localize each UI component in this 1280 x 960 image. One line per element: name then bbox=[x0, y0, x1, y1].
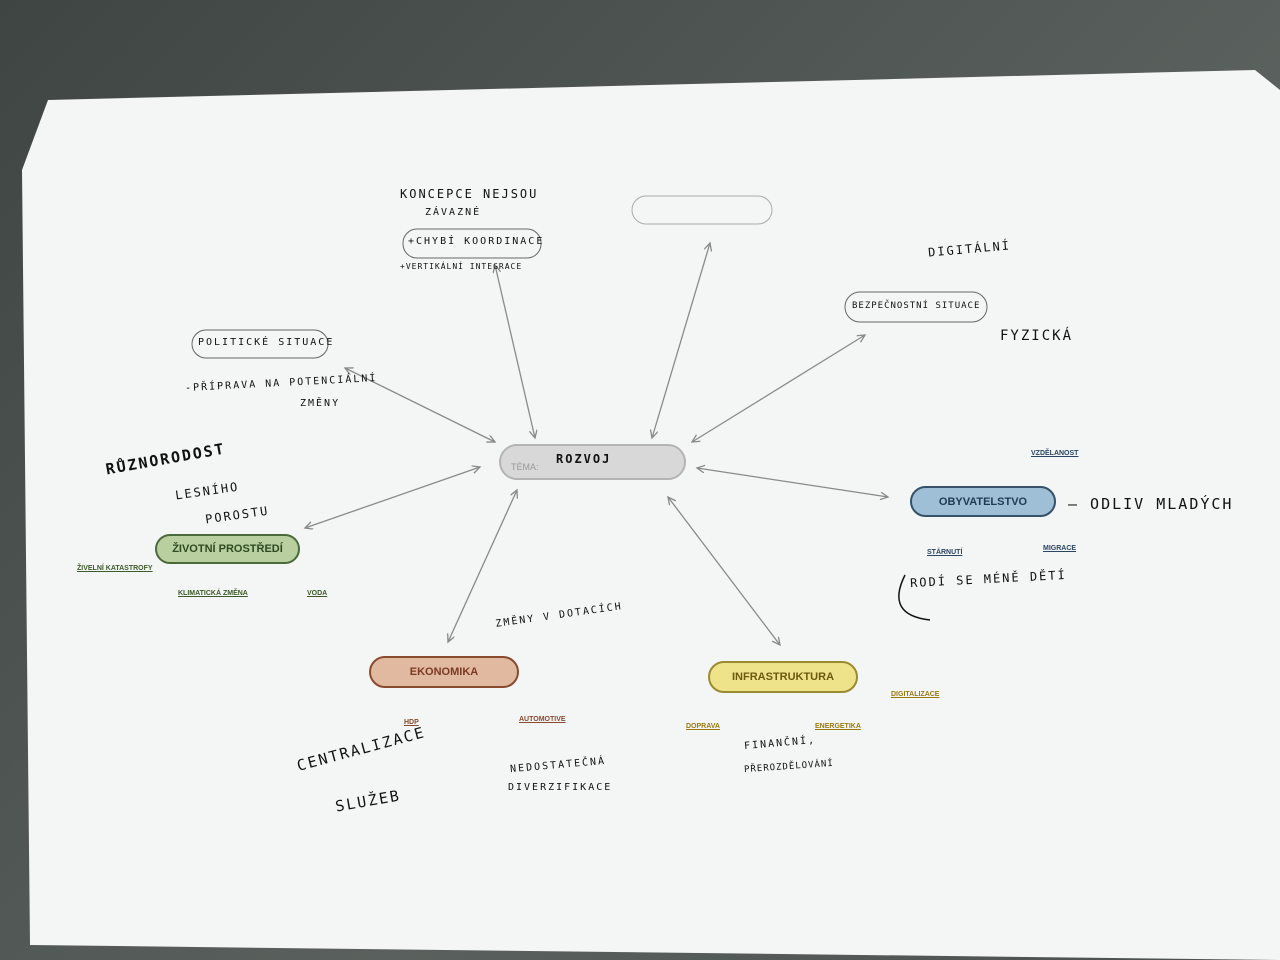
sub-label: DIGITALIZACE bbox=[891, 691, 940, 698]
note: ZÁVAZNÉ bbox=[425, 207, 482, 218]
sub-label: VODA bbox=[307, 590, 328, 597]
sub-label: AUTOMOTIVE bbox=[519, 716, 566, 723]
sub-label: DOPRAVA bbox=[686, 723, 720, 730]
note: +VERTIKÁLNÍ INTEGRACE bbox=[400, 262, 523, 271]
note: – ODLIV MLADÝCH bbox=[1068, 495, 1234, 513]
sub-label: STÁRNUTÍ bbox=[927, 549, 963, 556]
node-economy: EKONOMIKA bbox=[369, 656, 519, 688]
note: ZMĚNY bbox=[300, 398, 341, 409]
note: FYZICKÁ bbox=[1000, 328, 1074, 344]
node-population: OBYVATELSTVO bbox=[910, 486, 1056, 517]
sub-label: ENERGETIKA bbox=[815, 723, 861, 730]
note: KONCEPCE NEJSOU bbox=[400, 187, 539, 201]
connector-arrows bbox=[305, 243, 888, 645]
note: DIVERZIFIKACE bbox=[508, 782, 613, 793]
sub-label: KLIMATICKÁ ZMĚNA bbox=[178, 590, 248, 597]
sub-label: VZDĚLANOST bbox=[1031, 450, 1079, 457]
sub-label: HDP bbox=[404, 719, 419, 726]
node-environment: ŽIVOTNÍ PROSTŘEDÍ bbox=[155, 534, 300, 564]
note: POLITICKÉ SITUACE bbox=[198, 337, 335, 348]
sub-label: ŽIVELNÍ KATASTROFY bbox=[77, 565, 153, 572]
note: +CHYBÍ KOORDINACE bbox=[408, 236, 545, 247]
center-value: ROZVOJ bbox=[556, 452, 612, 466]
center-label: TÉMA: bbox=[511, 462, 539, 472]
note: BEZPEČNOSTNÍ SITUACE bbox=[852, 301, 981, 311]
node-infrastructure: INFRASTRUKTURA bbox=[708, 661, 858, 693]
empty-node bbox=[631, 195, 773, 225]
sub-label: MIGRACE bbox=[1043, 545, 1077, 552]
center-node: TÉMA: ROZVOJ bbox=[499, 444, 686, 480]
